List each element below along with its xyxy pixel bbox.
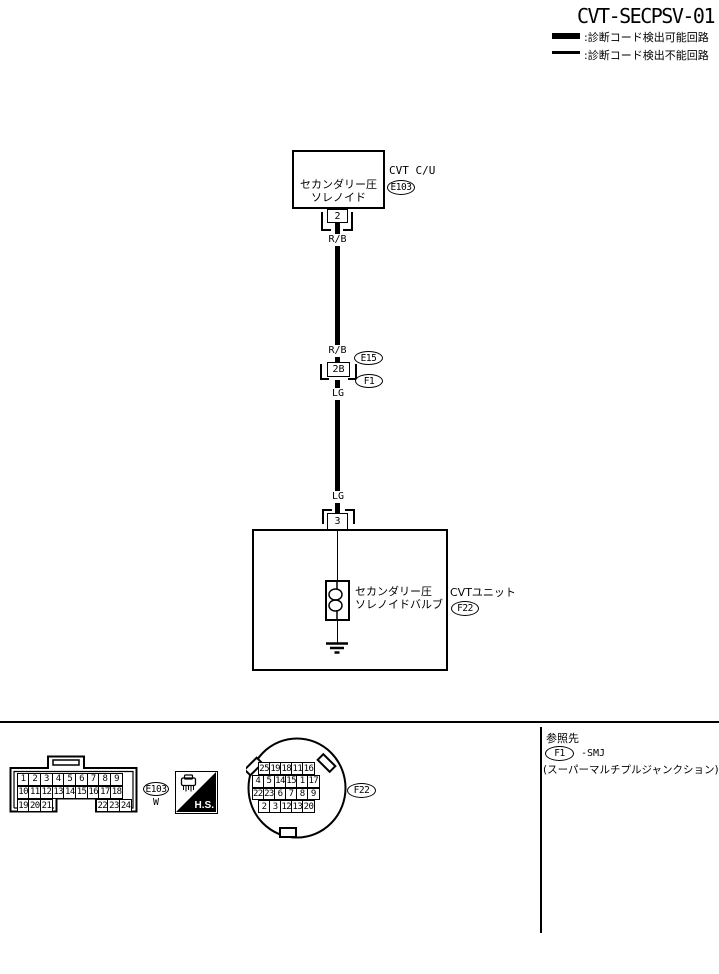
internal-wire-bottom bbox=[336, 620, 338, 643]
solenoid-valve-name-line1: セカンダリー圧 bbox=[355, 585, 432, 598]
pin-cell: 2 bbox=[28, 772, 42, 786]
pin-cell: 9 bbox=[110, 772, 124, 786]
wire-lg-stub-top bbox=[334, 380, 340, 388]
internal-wire-top bbox=[336, 531, 338, 580]
wire-color-lg-top: LG bbox=[328, 388, 348, 400]
hs-label: H.S. bbox=[194, 800, 214, 811]
pin-cell: 14 bbox=[273, 774, 287, 788]
pin-cell: 8 bbox=[295, 787, 309, 801]
cvt-cu-unit-label: CVT C/U bbox=[389, 164, 436, 177]
cvt-cu-box: セカンダリー圧 ソレノイド bbox=[292, 150, 385, 209]
f22-connector-outline bbox=[246, 737, 347, 839]
page-title: CVT-SECPSV-01 bbox=[576, 4, 716, 28]
solenoid-valve-name-line2: ソレノイドバルブ bbox=[355, 598, 443, 611]
reference-target: -SMJ bbox=[581, 748, 606, 759]
wire-color-rb-top: R/B bbox=[326, 234, 349, 246]
pin-cell: 17 bbox=[306, 774, 320, 788]
wire-color-lg-bottom: LG bbox=[328, 491, 348, 503]
connector-badge-f22: F22 bbox=[451, 601, 479, 616]
reference-f1-badge: F1 bbox=[545, 746, 574, 761]
connector-badge-f1: F1 bbox=[355, 374, 383, 388]
pin-cell: 18 bbox=[110, 785, 124, 800]
pin-cell: 22 bbox=[95, 798, 109, 813]
cvt-cu-name-line1: セカンダリー圧 bbox=[300, 178, 377, 191]
junction-bracket-right bbox=[348, 364, 357, 380]
pin-cell: 22 bbox=[251, 787, 265, 801]
pin-cell: 16 bbox=[302, 762, 315, 776]
legend-undetectable-label: :診断コード検出不能回路 bbox=[584, 49, 709, 62]
wire-lg-main bbox=[334, 400, 340, 491]
pin-cell: 11 bbox=[28, 785, 42, 800]
wire-rb-lower-stub bbox=[334, 357, 340, 363]
junction-bracket-left bbox=[320, 364, 329, 380]
pin-cell: 15 bbox=[74, 785, 89, 800]
pin2-box: 2 bbox=[327, 209, 348, 223]
f22-view-badge: F22 bbox=[347, 783, 376, 798]
cvt-unit-box bbox=[252, 529, 448, 671]
reference-separator bbox=[540, 727, 542, 933]
hs-diagonal-triangle bbox=[176, 772, 216, 812]
connector-badge-e15: E15 bbox=[354, 351, 383, 365]
cvt-cu-component-name: セカンダリー圧 ソレノイド bbox=[294, 178, 383, 204]
pin-cell: 6 bbox=[273, 787, 287, 801]
e103-view-badge: E103 bbox=[143, 782, 169, 796]
e103-connector-color: W bbox=[152, 797, 160, 808]
solenoid-valve-name: セカンダリー圧 ソレノイドバルブ bbox=[355, 585, 443, 611]
connector3-bracket-right bbox=[345, 509, 355, 524]
cvt-cu-name-line2: ソレノイド bbox=[311, 190, 366, 204]
pin-cell: 24 bbox=[119, 798, 133, 813]
solenoid-coil-symbol bbox=[325, 580, 350, 621]
reference-heading: 参照先 bbox=[546, 732, 579, 745]
pin-cell: 21 bbox=[39, 798, 54, 813]
reference-note: (スーパーマルチプルジャンクション) bbox=[543, 764, 719, 776]
wire-rb-main bbox=[334, 246, 340, 345]
legend-detectable-label: :診断コード検出可能回路 bbox=[584, 31, 709, 44]
pin-cell: 20 bbox=[302, 800, 315, 813]
pin-cell: 19 bbox=[268, 762, 282, 776]
section-divider bbox=[0, 721, 719, 723]
pin-cell: 12 bbox=[279, 800, 293, 813]
connector-badge-e103: E103 bbox=[387, 180, 415, 195]
connector-stamp-icon bbox=[180, 774, 197, 792]
wire-lg-lower-stub bbox=[334, 503, 340, 515]
wire-rb-stub bbox=[334, 223, 340, 234]
wire-color-rb-bottom: R/B bbox=[326, 345, 349, 357]
pin-cell: 4 bbox=[251, 774, 265, 788]
pin-cell: 1 bbox=[295, 774, 309, 788]
legend-thick-line bbox=[552, 33, 580, 39]
connector2-bracket-left bbox=[321, 212, 331, 231]
legend-thin-line bbox=[552, 51, 580, 54]
hs-stamp: H.S. bbox=[175, 771, 218, 814]
connector2-bracket-right bbox=[343, 212, 353, 231]
junction-pin-box: 2B bbox=[327, 362, 350, 377]
cvt-unit-label: CVTユニット bbox=[450, 586, 516, 599]
pin3-box: 3 bbox=[327, 513, 348, 530]
connector3-bracket-left bbox=[322, 509, 332, 524]
pin-cell: 9 bbox=[306, 787, 320, 801]
ground-icon bbox=[326, 642, 348, 654]
